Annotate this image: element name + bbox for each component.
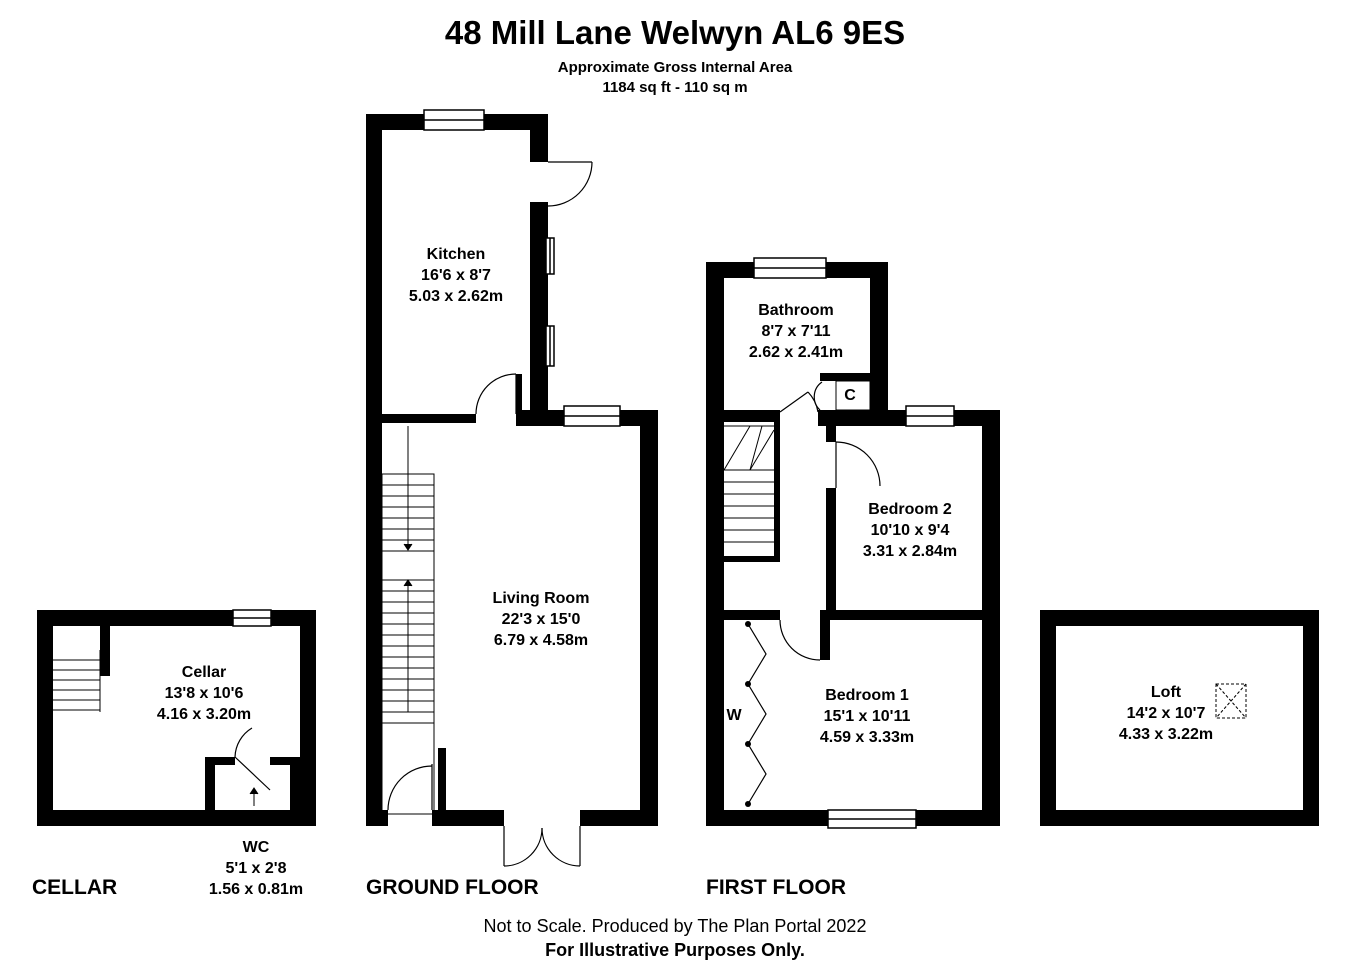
floor-label-first: FIRST FLOOR	[706, 876, 846, 899]
room-label-bedroom-2: Bedroom 2 10'10 x 9'4 3.31 x 2.84m	[810, 499, 1010, 562]
room-size-imperial: 16'6 x 8'7	[421, 267, 491, 284]
room-name: Living Room	[492, 590, 590, 607]
room-label-bathroom: Bathroom 8'7 x 7'11 2.62 x 2.41m	[696, 300, 896, 363]
room-name: Cellar	[181, 664, 227, 681]
room-size-metric: 1.56 x 0.81m	[208, 881, 304, 898]
room-size-metric: 2.62 x 2.41m	[748, 344, 844, 361]
room-size-imperial: 15'1 x 10'11	[823, 708, 911, 725]
room-size-imperial: 5'1 x 2'8	[225, 860, 287, 877]
ground-floor-walls	[366, 114, 658, 826]
room-label-bedroom-1: Bedroom 1 15'1 x 10'11 4.59 x 3.33m	[767, 685, 967, 748]
room-label-cellar: Cellar 13'8 x 10'6 4.16 x 3.20m	[104, 662, 304, 725]
plan-title: 48 Mill Lane Welwyn AL6 9ES	[444, 14, 906, 51]
room-size-metric: 5.03 x 2.62m	[408, 288, 504, 305]
footer-credit: Not to Scale. Produced by The Plan Porta…	[483, 916, 867, 936]
floor-label-cellar: CELLAR	[32, 876, 118, 899]
room-size-metric: 6.79 x 4.58m	[493, 632, 589, 649]
room-label-wc: WC 5'1 x 2'8 1.56 x 0.81m	[156, 837, 356, 900]
footer-disclaimer: For Illustrative Purposes Only.	[545, 940, 805, 960]
loft-hatch-icon	[1215, 683, 1247, 719]
room-size-imperial: 14'2 x 10'7	[1126, 705, 1206, 722]
area-value: 1184 sq ft - 110 sq m	[602, 79, 748, 96]
room-label-loft: Loft 14'2 x 10'7 4.33 x 3.22m	[1066, 682, 1266, 745]
room-name: Bedroom 1	[825, 687, 909, 704]
room-size-metric: 4.16 x 3.20m	[156, 706, 252, 723]
cellar-walls	[37, 610, 316, 826]
room-size-metric: 4.33 x 3.22m	[1118, 726, 1214, 743]
room-name: Bathroom	[758, 302, 834, 319]
room-size-metric: 4.59 x 3.33m	[819, 729, 915, 746]
room-label-kitchen: Kitchen 16'6 x 8'7 5.03 x 2.62m	[356, 244, 556, 307]
ground-stairs	[381, 426, 435, 815]
wardrobe-marker: W	[726, 707, 742, 724]
room-size-metric: 3.31 x 2.84m	[862, 543, 958, 560]
room-name: Kitchen	[426, 246, 486, 263]
cellar-stairs	[53, 650, 259, 806]
room-name: Loft	[1150, 684, 1182, 701]
first-stairs	[723, 425, 775, 543]
loft-walls	[1040, 610, 1319, 826]
room-size-imperial: 22'3 x 15'0	[501, 611, 581, 628]
area-subtitle: Approximate Gross Internal Area	[557, 59, 793, 76]
room-name: Bedroom 2	[868, 501, 952, 518]
floor-label-ground: GROUND FLOOR	[366, 876, 539, 899]
first-floor-walls	[706, 262, 1000, 826]
room-label-living-room: Living Room 22'3 x 15'0 6.79 x 4.58m	[441, 588, 641, 651]
room-size-imperial: 10'10 x 9'4	[870, 522, 950, 539]
cupboard-marker: C	[844, 387, 856, 404]
room-size-imperial: 8'7 x 7'11	[761, 323, 831, 340]
room-size-imperial: 13'8 x 10'6	[164, 685, 244, 702]
wardrobe-doors	[747, 623, 767, 805]
room-name: WC	[242, 839, 270, 856]
